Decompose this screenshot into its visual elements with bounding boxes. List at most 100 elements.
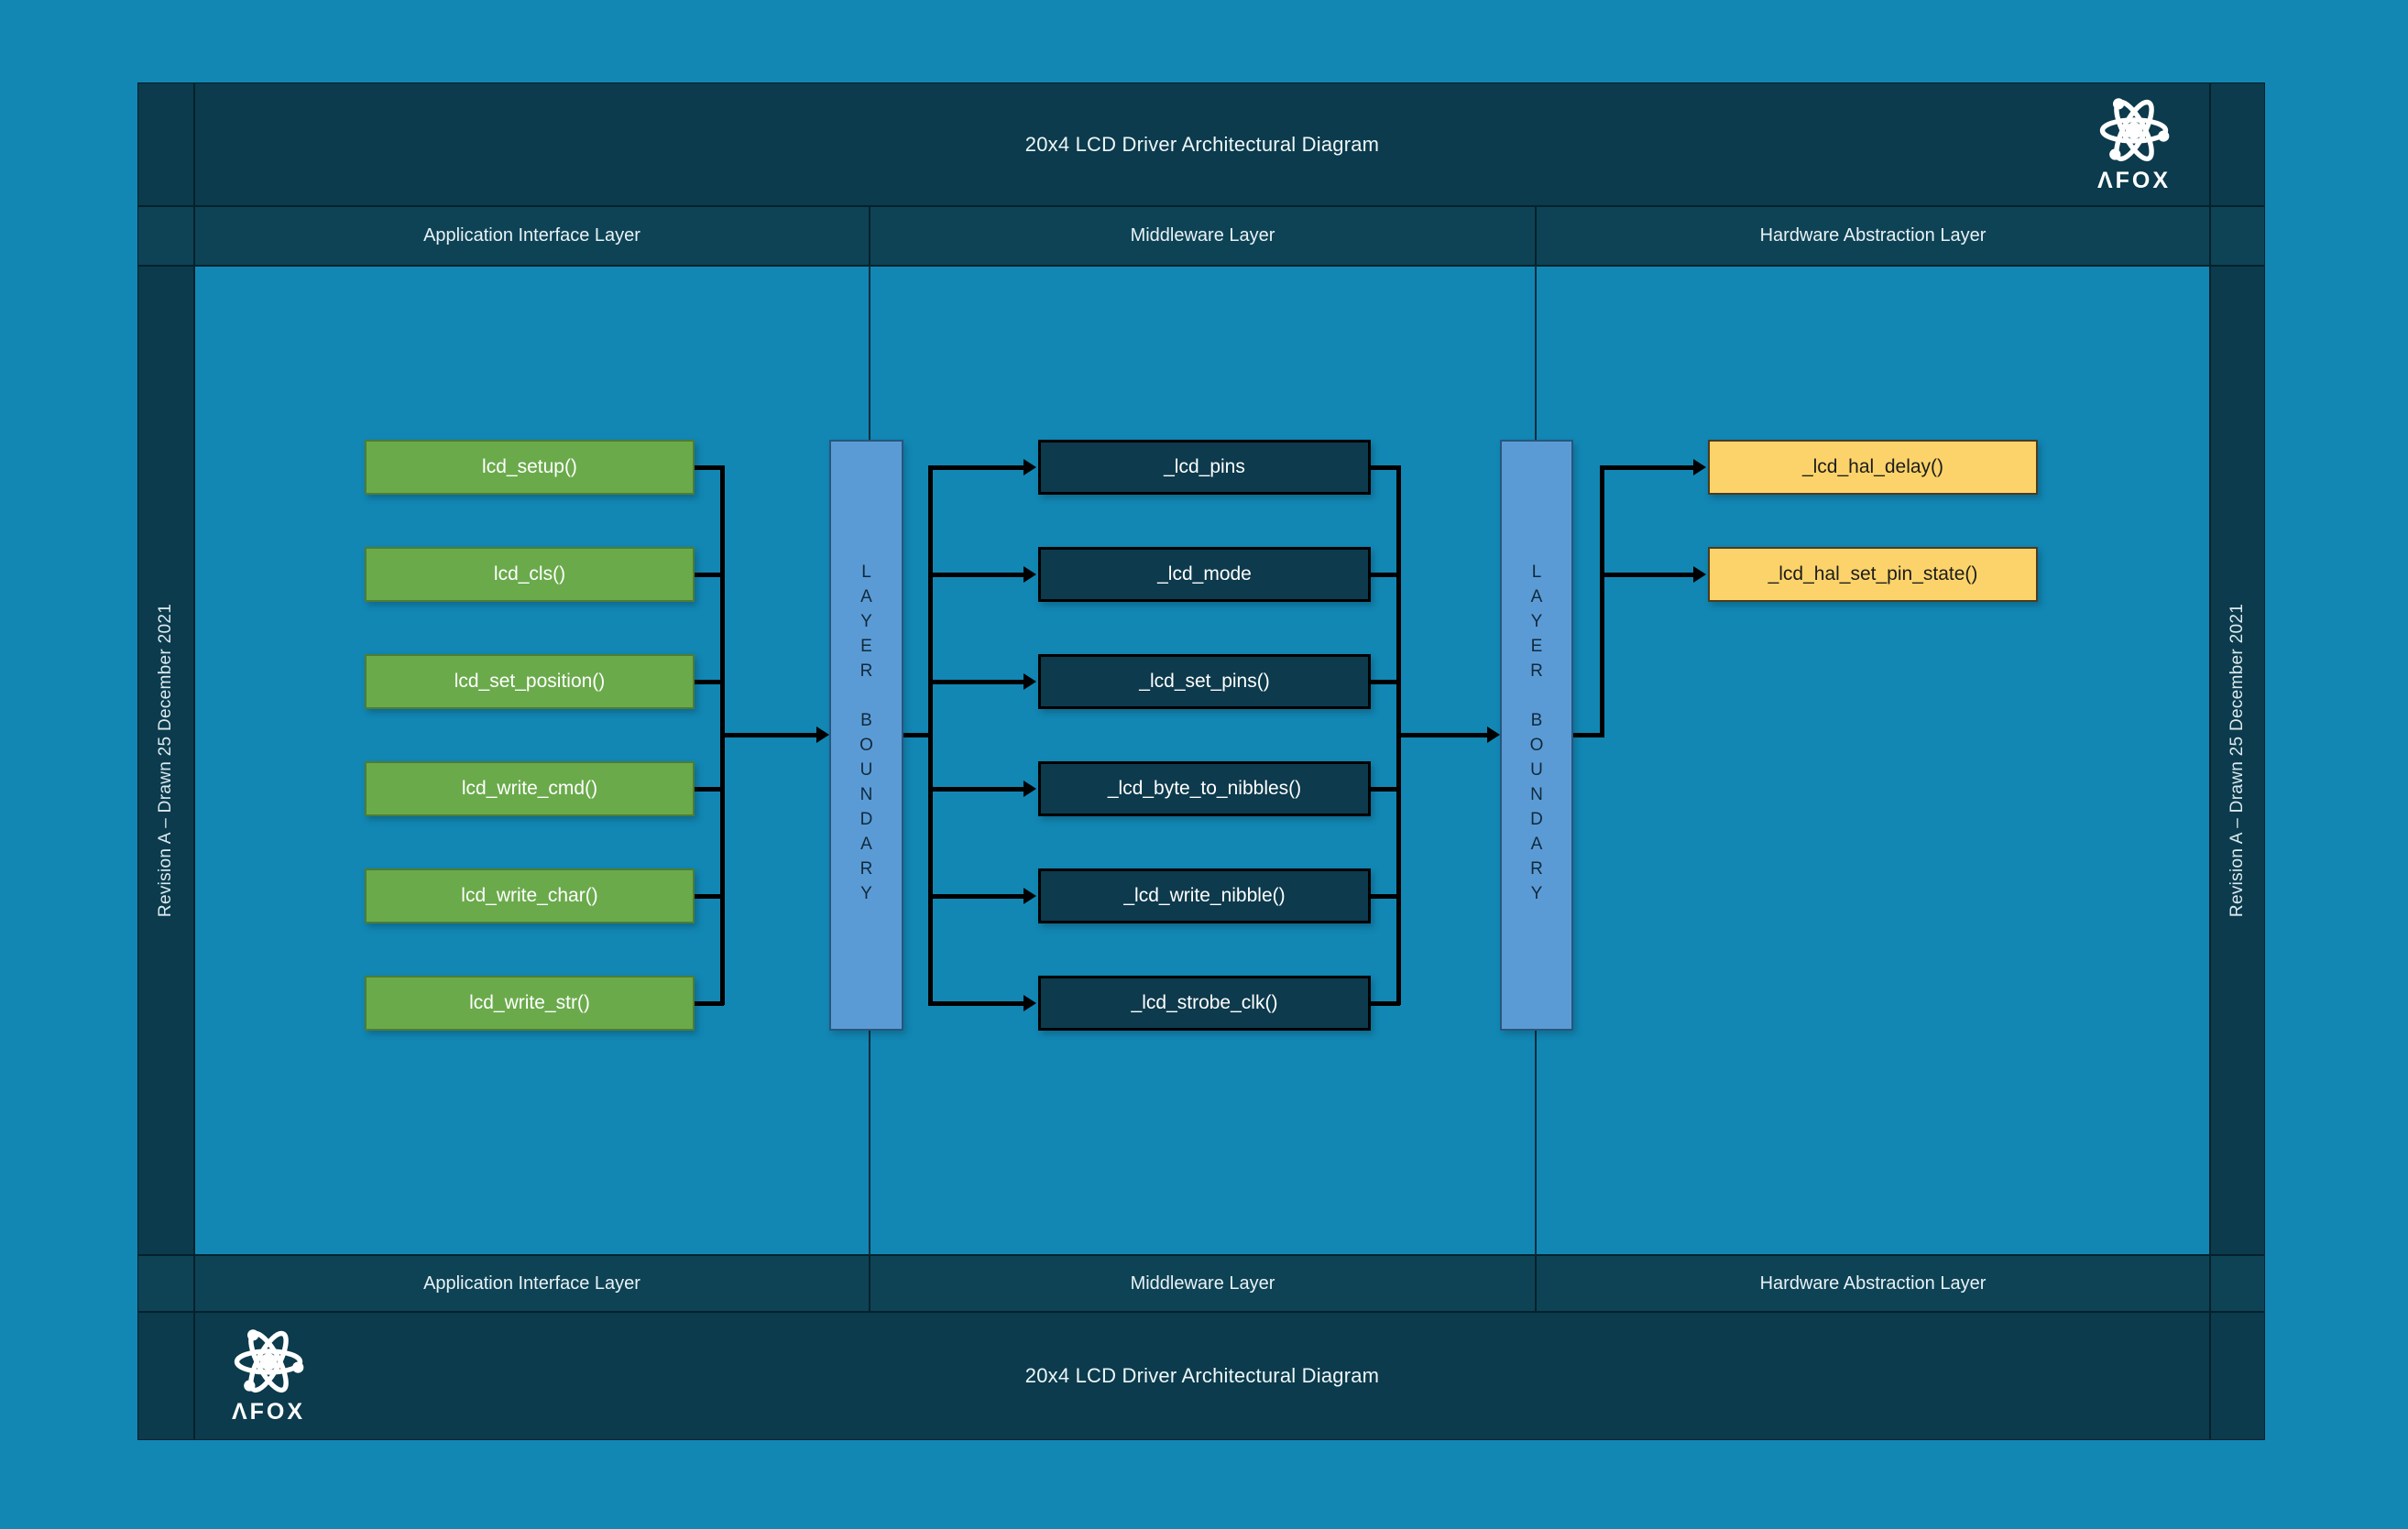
afox-logo-top: ΛFOX <box>2081 93 2187 194</box>
connector-line <box>928 573 1025 577</box>
middleware-function-box: _lcd_mode <box>1038 547 1371 602</box>
column-header-label: Application Interface Layer <box>423 225 640 246</box>
arrow-head <box>1023 781 1036 797</box>
connector-line <box>928 680 1025 684</box>
function-label: _lcd_strobe_clk() <box>1131 992 1278 1013</box>
connector-line <box>1369 573 1400 577</box>
function-label: lcd_setup() <box>482 456 577 477</box>
connector-line <box>1369 680 1400 684</box>
function-label: lcd_write_char() <box>461 885 598 906</box>
function-label: lcd_set_position() <box>454 671 606 692</box>
connector-line <box>693 894 724 899</box>
connector-line <box>693 1001 724 1006</box>
middleware-function-box: _lcd_byte_to_nibbles() <box>1038 761 1371 816</box>
title-block-frame: 20x4 LCD Driver Architectural Diagram ΛF… <box>137 82 2265 1440</box>
api-function-box: lcd_write_char() <box>365 868 695 923</box>
afox-logo-bottom: ΛFOX <box>215 1324 322 1425</box>
middleware-function-box: _lcd_write_nibble() <box>1038 868 1371 923</box>
column-header-label: Middleware Layer <box>1130 1272 1275 1294</box>
arrow-head <box>1487 726 1500 743</box>
drawing-area <box>194 266 2210 1255</box>
revision-sidebar-left: Revision A – Drawn 25 December 2021 <box>137 266 194 1255</box>
function-label: lcd_write_cmd() <box>461 778 598 799</box>
connector-line <box>693 787 724 792</box>
connector-line <box>928 465 1025 470</box>
api-function-box: lcd_write_cmd() <box>365 761 695 816</box>
connector-line <box>693 465 724 470</box>
middleware-function-box: _lcd_strobe_clk() <box>1038 976 1371 1031</box>
column-header-label: Hardware Abstraction Layer <box>1759 1272 1987 1294</box>
frame-spacer-cell <box>137 206 194 266</box>
column-header-middleware-top: Middleware Layer <box>870 206 1536 266</box>
revision-note-right: Revision A – Drawn 25 December 2021 <box>2227 603 2248 918</box>
function-label: _lcd_set_pins() <box>1139 671 1270 692</box>
connector-line <box>1369 1001 1400 1006</box>
connector-line <box>928 787 1025 792</box>
function-label: _lcd_hal_delay() <box>1801 456 1944 477</box>
frame-spacer-cell <box>2210 206 2265 266</box>
connector-line <box>902 733 932 737</box>
layer-boundary-bar-1: LAYER BOUNDARY <box>829 440 903 1031</box>
function-label: _lcd_write_nibble() <box>1123 885 1286 906</box>
column-header-hal-top: Hardware Abstraction Layer <box>1536 206 2210 266</box>
revision-note-left: Revision A – Drawn 25 December 2021 <box>156 603 176 918</box>
column-header-application-bottom: Application Interface Layer <box>194 1255 870 1312</box>
connector-line <box>1369 787 1400 792</box>
function-label: _lcd_byte_to_nibbles() <box>1107 778 1302 799</box>
connector-line <box>693 573 724 577</box>
function-label: _lcd_pins <box>1164 456 1245 477</box>
atom-icon <box>234 1329 304 1393</box>
arrow-head <box>816 726 829 743</box>
api-function-box: lcd_setup() <box>365 440 695 495</box>
arrow-head <box>1023 995 1036 1011</box>
connector-line <box>1600 465 1604 737</box>
middleware-function-box: _lcd_pins <box>1038 440 1371 495</box>
connector-line <box>720 733 818 737</box>
function-label: _lcd_hal_set_pin_state() <box>1768 563 1978 584</box>
middleware-function-box: _lcd_set_pins() <box>1038 654 1371 709</box>
column-header-label: Hardware Abstraction Layer <box>1759 225 1987 246</box>
page-title-bottom: 20x4 LCD Driver Architectural Diagram <box>1024 1364 1380 1387</box>
layer-boundary-bar-2: LAYER BOUNDARY <box>1500 440 1573 1031</box>
title-bar-top: 20x4 LCD Driver Architectural Diagram ΛF… <box>194 82 2210 206</box>
frame-corner-cell <box>137 1312 194 1440</box>
arrow-head <box>1023 566 1036 583</box>
column-header-label: Middleware Layer <box>1130 225 1275 246</box>
column-header-middleware-bottom: Middleware Layer <box>870 1255 1536 1312</box>
connector-line <box>1571 733 1604 737</box>
connector-line <box>928 894 1025 899</box>
hal-function-box: _lcd_hal_delay() <box>1708 440 2038 495</box>
arrow-head <box>1023 888 1036 904</box>
connector-line <box>1396 733 1489 737</box>
atom-icon <box>2099 98 2170 162</box>
afox-logo-text: ΛFOX <box>231 1399 306 1425</box>
function-label: lcd_cls() <box>493 563 566 584</box>
arrow-head <box>1693 566 1706 583</box>
connector-line <box>1369 894 1400 899</box>
arrow-head <box>1023 459 1036 475</box>
column-header-label: Application Interface Layer <box>423 1272 640 1294</box>
frame-spacer-cell <box>137 1255 194 1312</box>
api-function-box: lcd_set_position() <box>365 654 695 709</box>
arrow-head <box>1693 459 1706 475</box>
frame-corner-cell <box>2210 82 2265 206</box>
layer-boundary-label: LAYER BOUNDARY <box>1527 562 1547 909</box>
afox-logo-text: ΛFOX <box>2096 168 2172 193</box>
frame-corner-cell <box>137 82 194 206</box>
connector-line <box>693 680 724 684</box>
function-label: _lcd_mode <box>1157 563 1252 584</box>
connector-line <box>1600 465 1695 470</box>
revision-sidebar-right: Revision A – Drawn 25 December 2021 <box>2210 266 2265 1255</box>
api-function-box: lcd_cls() <box>365 547 695 602</box>
page-title: 20x4 LCD Driver Architectural Diagram <box>1024 132 1380 156</box>
connector-line <box>1369 465 1400 470</box>
title-bar-bottom: 20x4 LCD Driver Architectural Diagram ΛF… <box>194 1312 2210 1440</box>
connector-line <box>928 1001 1025 1006</box>
api-function-box: lcd_write_str() <box>365 976 695 1031</box>
column-header-hal-bottom: Hardware Abstraction Layer <box>1536 1255 2210 1312</box>
arrow-head <box>1023 673 1036 690</box>
function-label: lcd_write_str() <box>469 992 590 1013</box>
column-header-application-top: Application Interface Layer <box>194 206 870 266</box>
connector-line <box>1600 573 1695 577</box>
